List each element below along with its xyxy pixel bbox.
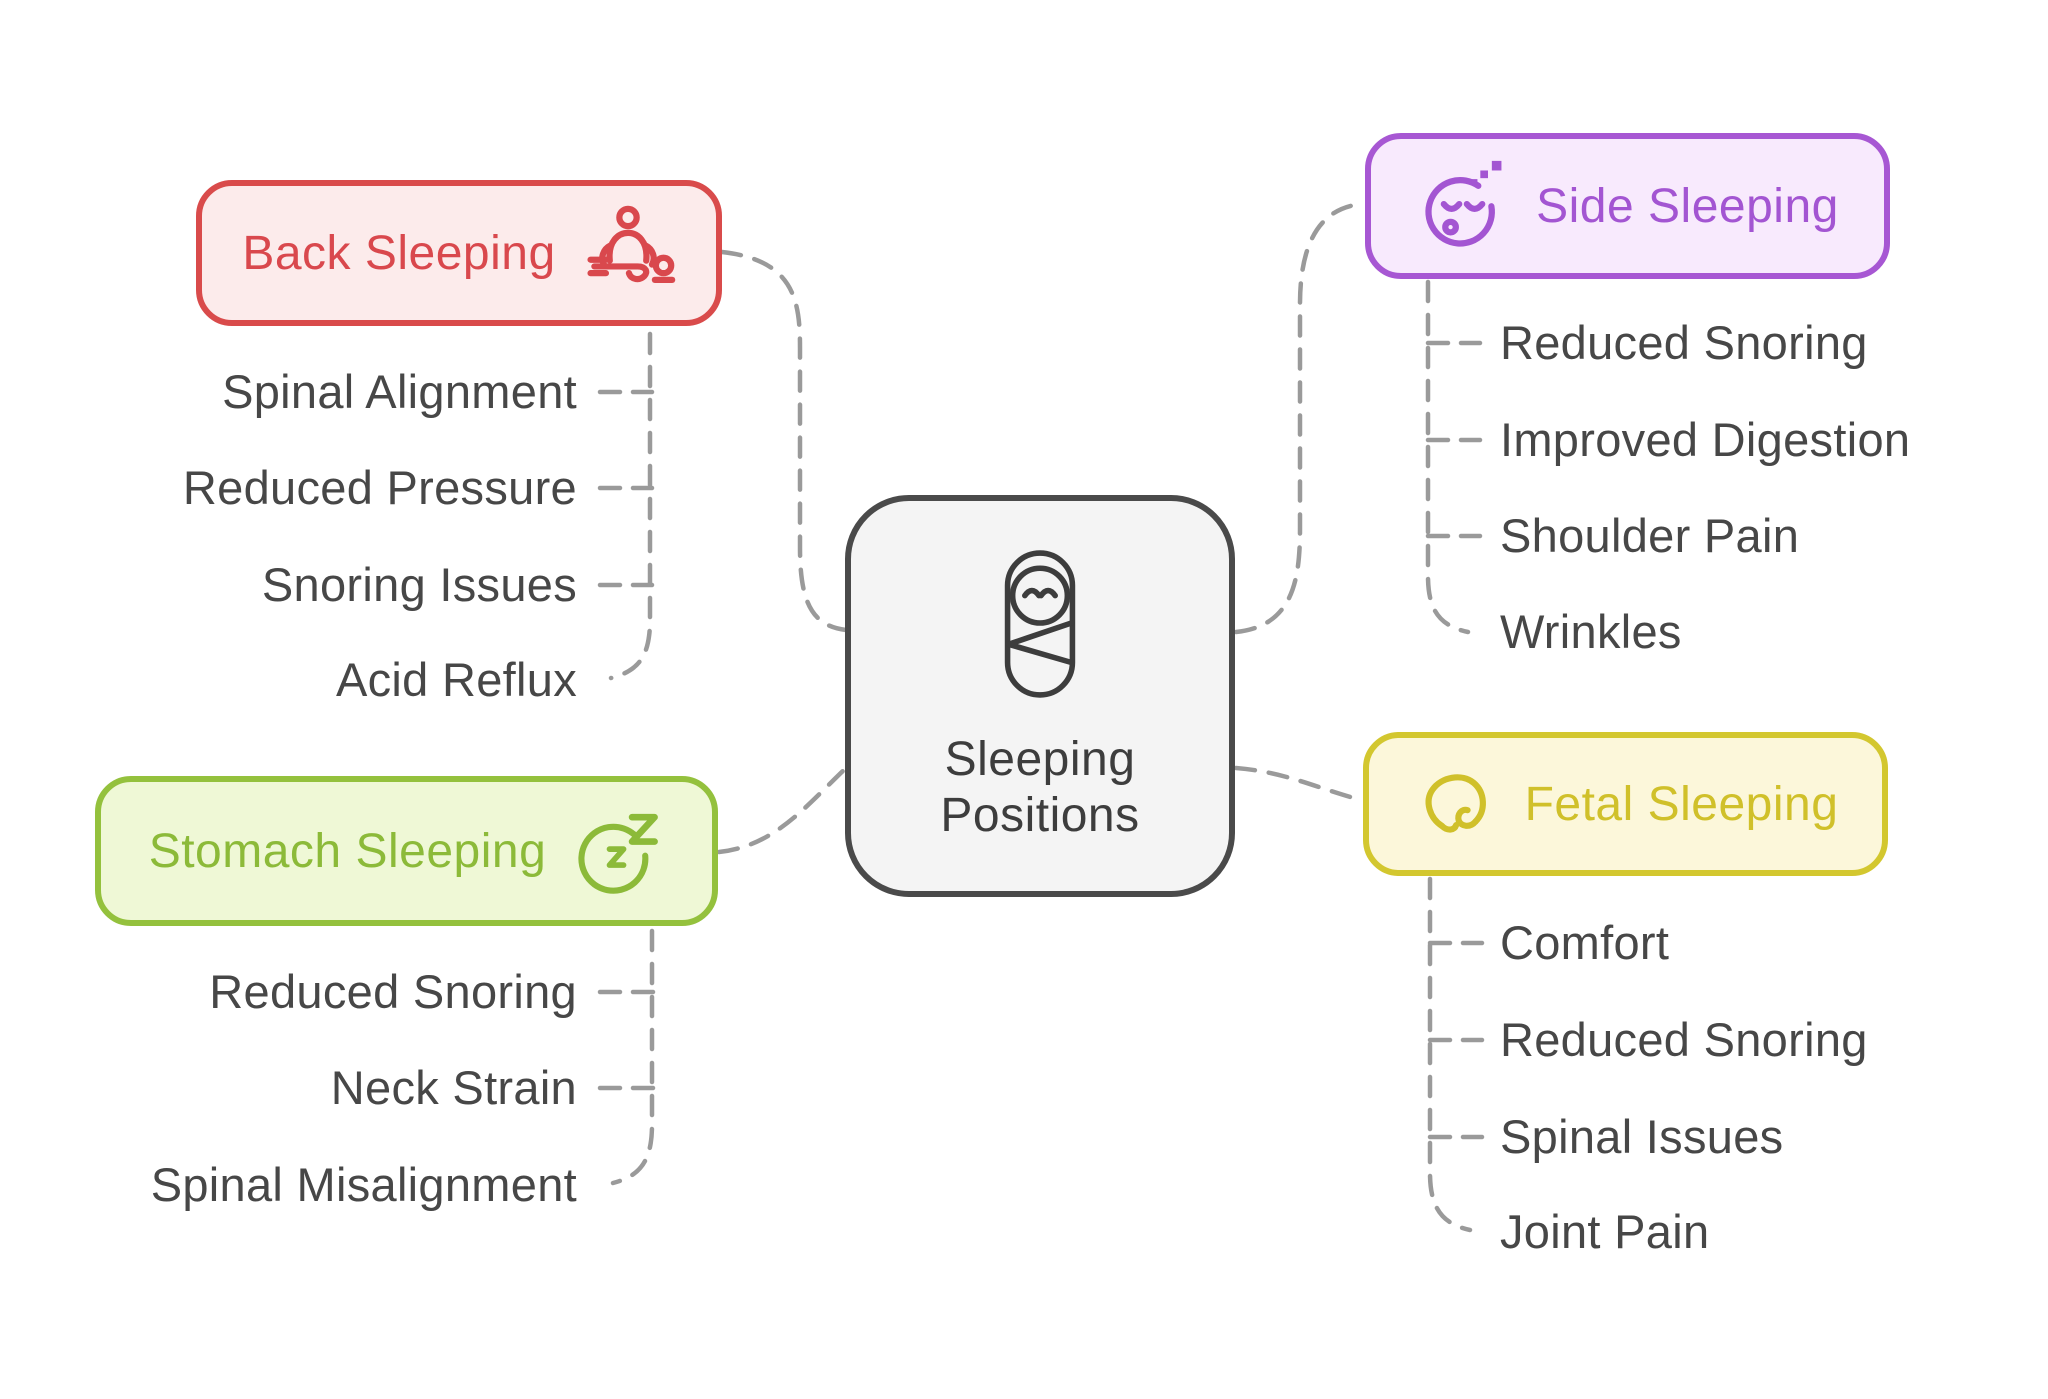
list-item-joint-pain: Joint Pain <box>1500 1205 1710 1258</box>
branch-line-back <box>608 331 653 681</box>
node-fetal-sleeping: Fetal Sleeping <box>1363 732 1888 876</box>
branch-stubs-side <box>1425 340 1483 539</box>
connector-center-stomach <box>716 765 849 855</box>
node-side-sleeping: Side Sleeping <box>1365 133 1890 279</box>
list-item-neck-strain: Neck Strain <box>330 1061 577 1114</box>
node-stomach-sleeping-label: Stomach Sleeping <box>148 824 547 878</box>
list-item-reduced-snoring-stomach: Reduced Snoring <box>209 965 577 1018</box>
list-item-reduced-snoring-side: Reduced Snoring <box>1500 316 1868 369</box>
list-item-reduced-snoring-fetal: Reduced Snoring <box>1500 1013 1868 1066</box>
connector-center-side <box>1233 201 1365 635</box>
node-stomach-sleeping: Stomach Sleeping <box>95 776 718 926</box>
center-node-sleeping-positions: Sleeping Positions <box>845 495 1235 897</box>
center-node-title: Sleeping Positions <box>940 732 1139 844</box>
branch-stubs-fetal <box>1427 940 1485 1140</box>
list-item-comfort: Comfort <box>1500 916 1670 969</box>
branch-line-stomach <box>610 928 655 1186</box>
connector-center-fetal <box>1233 765 1364 803</box>
list-item-snoring-issues: Snoring Issues <box>261 558 577 611</box>
branch-stubs-stomach <box>597 989 657 1091</box>
branch-line-fetal <box>1427 876 1473 1233</box>
node-fetal-sleeping-label: Fetal Sleeping <box>1524 777 1839 831</box>
swaddled-baby-icon <box>1004 550 1076 698</box>
list-item-shoulder-pain: Shoulder Pain <box>1500 509 1800 562</box>
center-title-line-2: Positions <box>940 789 1140 842</box>
center-title-line-1: Sleeping <box>944 733 1136 786</box>
list-item-spinal-alignment: Spinal Alignment <box>222 365 577 418</box>
connector-center-back <box>719 249 849 633</box>
branch-line-side <box>1425 279 1471 635</box>
list-item-spinal-issues: Spinal Issues <box>1500 1110 1784 1163</box>
list-item-acid-reflux: Acid Reflux <box>335 653 577 706</box>
list-item-reduced-pressure: Reduced Pressure <box>182 461 577 514</box>
list-item-improved-digestion: Improved Digestion <box>1500 413 1911 466</box>
sleepy-face-icon <box>1425 160 1502 247</box>
node-side-sleeping-label: Side Sleeping <box>1536 179 1839 233</box>
branch-stubs-back <box>597 389 655 588</box>
massage-icon <box>587 205 675 283</box>
moon-zzz-icon <box>578 813 659 894</box>
fetal-curl-icon <box>1425 774 1486 833</box>
list-item-spinal-misalignment: Spinal Misalignment <box>150 1158 577 1211</box>
list-item-wrinkles: Wrinkles <box>1500 605 1682 658</box>
node-back-sleeping: Back Sleeping <box>196 180 722 326</box>
node-back-sleeping-label: Back Sleeping <box>242 226 556 280</box>
